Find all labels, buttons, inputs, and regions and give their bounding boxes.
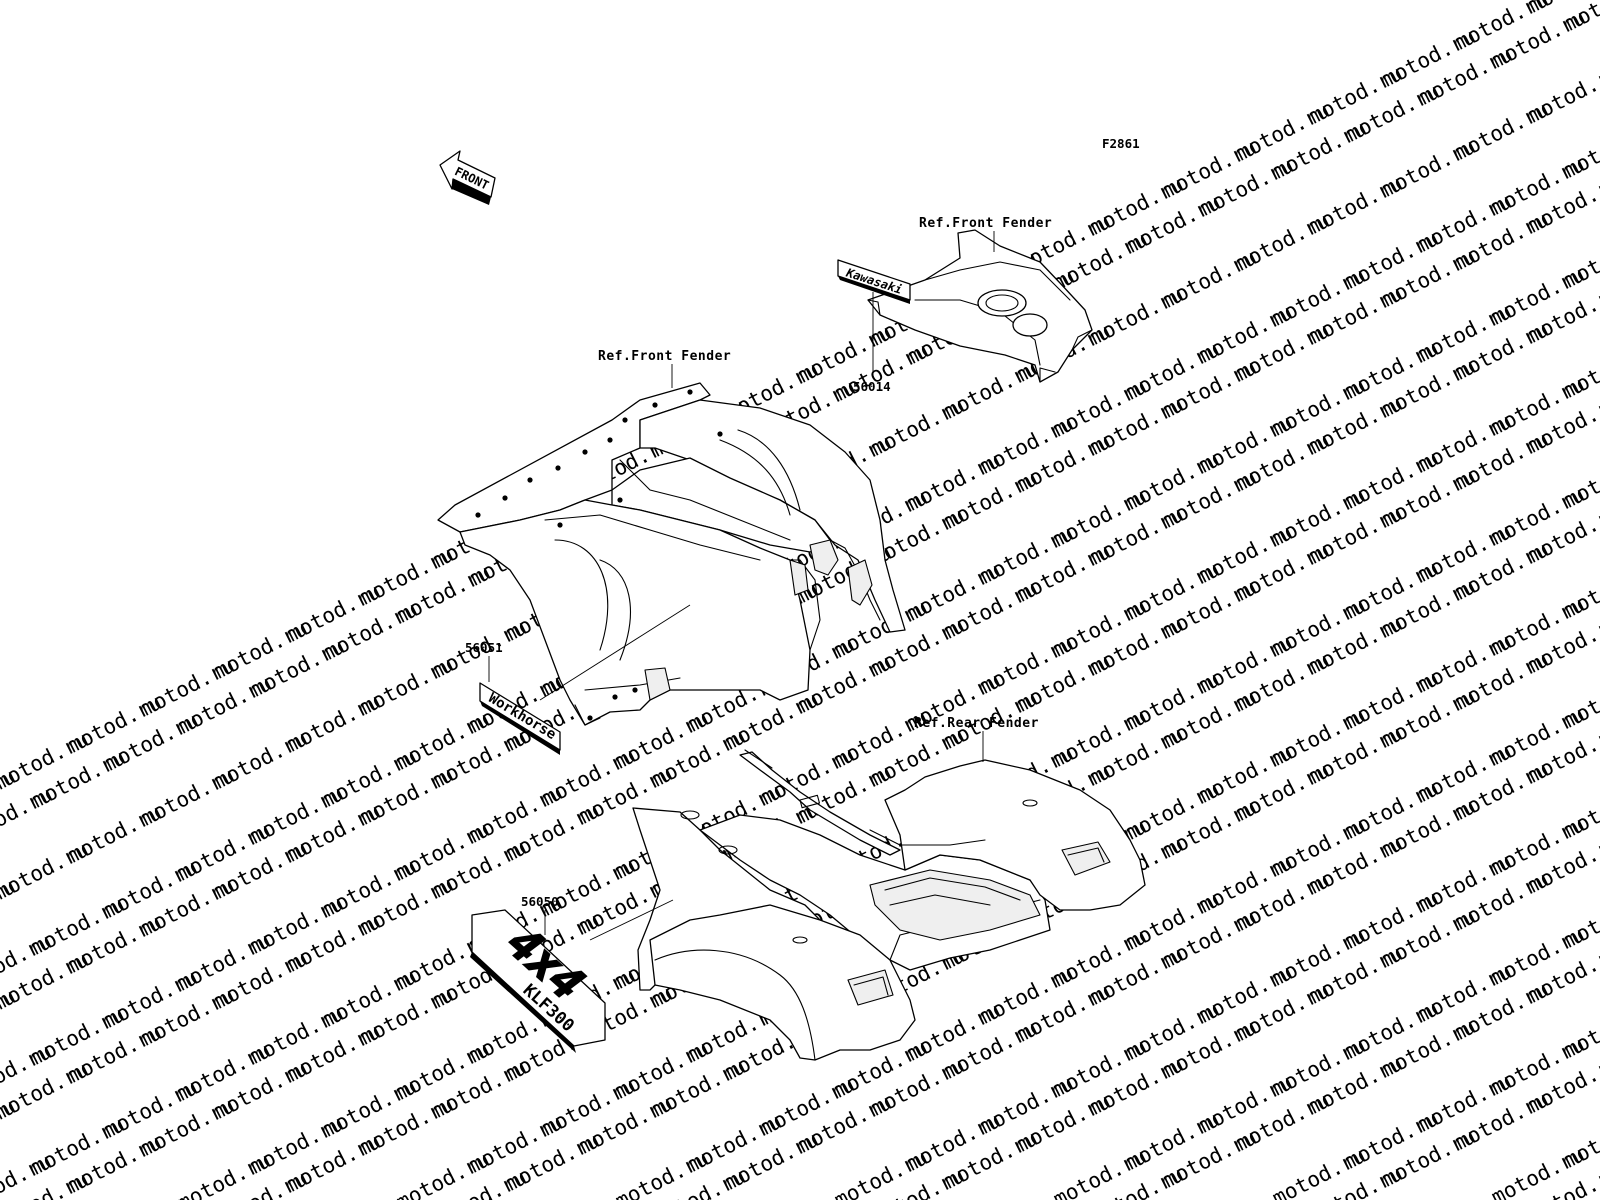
figure-code: F2861 <box>1102 136 1140 151</box>
rear-fender <box>632 749 1146 1061</box>
watermark-text: motod.ru <box>1560 445 1600 512</box>
watermark-text: motod.ru <box>1560 335 1600 402</box>
ref-front-fender-upper: Ref.Front Fender <box>919 216 1052 231</box>
ref-front-fender-lower: Ref.Front Fender <box>598 349 731 364</box>
mounting-holes <box>475 389 723 721</box>
watermark-text: motod.ru <box>1560 555 1600 622</box>
watermark-text: motod.ru <box>1560 995 1600 1062</box>
callout-56014: 56014 <box>853 379 891 394</box>
watermark-text: motod.ru <box>1560 115 1600 182</box>
watermark-text: motod.ru <box>1560 665 1600 732</box>
watermark-text: motod.ru <box>1560 225 1600 292</box>
watermark-text: motod.ru <box>1560 885 1600 952</box>
watermark-text: motod.ru <box>1560 775 1600 842</box>
four-by-four-decal: 4x4 KLF300 <box>470 909 606 1053</box>
callout-56050: 56050 <box>521 894 559 909</box>
front-fender <box>437 382 906 726</box>
watermark-text: motod.ru <box>1524 60 1600 127</box>
ref-rear-fender: Ref.Rear Fender <box>914 716 1039 731</box>
kawasaki-decal-text: Kawasaki <box>844 265 904 296</box>
front-arrow-icon: FRONT <box>439 150 496 205</box>
watermark-text: motod.ru <box>1560 1105 1600 1172</box>
front-fender-cover <box>867 229 1093 383</box>
callout-56051: 56051 <box>465 640 503 655</box>
